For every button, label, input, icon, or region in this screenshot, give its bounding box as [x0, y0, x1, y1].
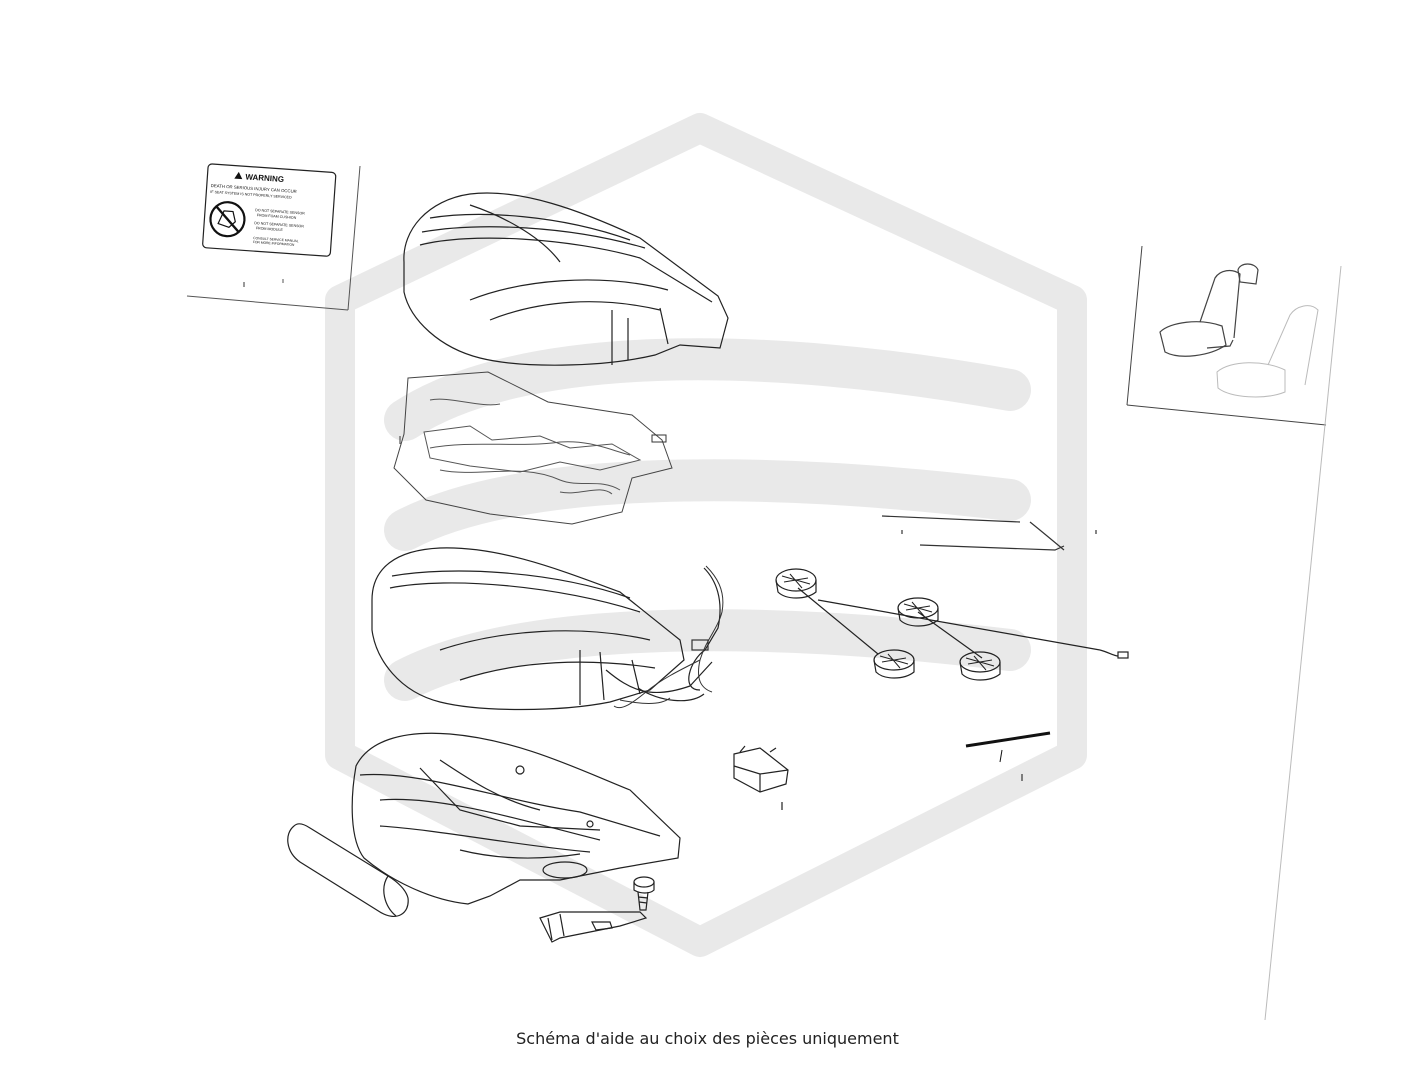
- warning-item-2b: FROM MODULE: [256, 226, 284, 232]
- seat-frame-part: [351, 732, 681, 905]
- warning-line-2: IF SEAT SYSTEM IS NOT PROPERLY SERVICED: [210, 190, 292, 200]
- watermark-logo: [325, 113, 1087, 957]
- warning-title: WARNING: [245, 172, 284, 184]
- no-child-seat-icon: [209, 201, 246, 238]
- trim-strip-part: [965, 731, 1051, 781]
- warning-item-3b: FOR MORE INFORMATION: [253, 240, 295, 247]
- bolt-part: [633, 876, 655, 911]
- massage-motor-2: [897, 597, 939, 627]
- seat-locator-icon: [1159, 263, 1319, 398]
- warning-item-3a: CONSULT SERVICE MANUAL: [253, 236, 299, 243]
- warning-item-1b: FROM FOAM CUSHION: [257, 213, 297, 220]
- wiring-harness-part: [613, 565, 724, 708]
- seat-cushion-part: [371, 547, 721, 711]
- warning-item-2a: DO NOT SEPARATE SENSOR: [254, 221, 304, 228]
- warning-triangle-icon: [234, 171, 243, 180]
- support-rods-part: [881, 515, 1097, 551]
- warning-label-panel: WARNING DEATH OR SERIOUS INJURY CAN OCCU…: [186, 163, 361, 311]
- bolster-part: [287, 823, 409, 917]
- massage-motor-1: [775, 568, 817, 599]
- massage-motor-3: [873, 649, 915, 679]
- seat-locator-panel: [1126, 245, 1342, 1021]
- trim-bracket-part: [539, 911, 648, 943]
- warning-line-1: DEATH OR SERIOUS INJURY CAN OCCUR: [211, 183, 297, 194]
- diagram-caption: Schéma d'aide au choix des pièces unique…: [516, 1029, 899, 1048]
- warning-item-1a: DO NOT SEPARATE SENSOR: [255, 208, 305, 215]
- massage-motor-4: [959, 651, 1001, 681]
- seat-cover-part: [403, 192, 729, 366]
- control-module-part: [733, 745, 789, 810]
- massage-motors-part: [775, 568, 1129, 681]
- heating-element-part: [393, 371, 673, 525]
